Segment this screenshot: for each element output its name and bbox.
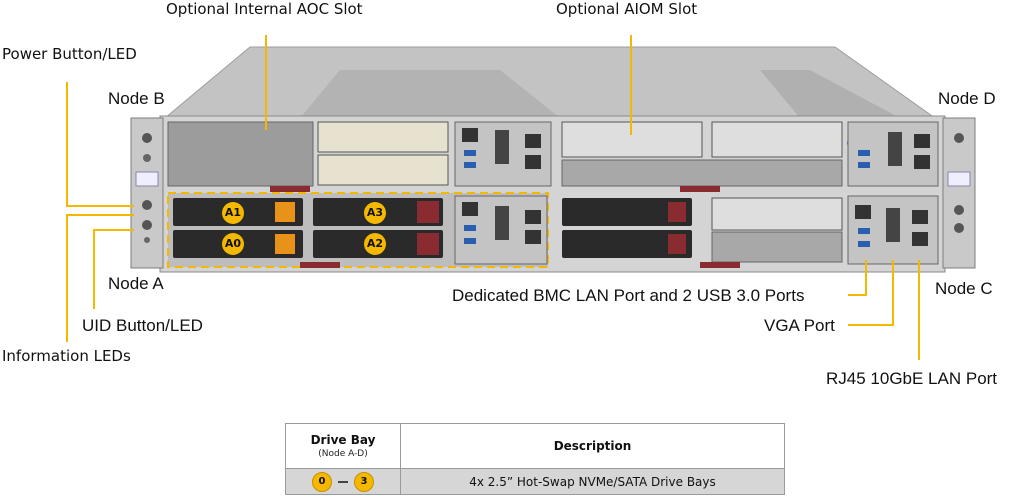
uid-button-icon [142, 220, 152, 230]
callout-line-vga-h [848, 324, 894, 326]
lan-port-icon [462, 128, 478, 142]
lan-port-icon [525, 155, 541, 169]
node-c-drive-bay [562, 230, 692, 258]
lan-port-icon [914, 155, 930, 169]
callout-line-uid-h [93, 229, 134, 231]
lan-port-icon [914, 134, 930, 148]
vga-port-icon [495, 130, 509, 164]
lan-port-icon [855, 205, 871, 219]
usb-port-icon [858, 228, 870, 234]
callout-line-info [66, 214, 68, 342]
power-button-icon [142, 133, 152, 143]
chassis-top-panel [300, 70, 560, 118]
node-pull-tab [300, 262, 340, 268]
node-b-vent [167, 121, 314, 187]
power-button-icon [142, 200, 152, 210]
bay-badge-to: 3 [354, 471, 374, 492]
vga-port-icon [886, 208, 900, 242]
lan-port-icon [912, 232, 928, 246]
node-b-aoc-slot [317, 154, 449, 186]
label-optional-internal-aoc-slot: Optional Internal AOC Slot [166, 0, 363, 18]
node-d-aiom-slot [711, 121, 843, 158]
node-c-drive-bay [562, 198, 692, 226]
callout-line-aoc [265, 35, 267, 130]
drive-latch [668, 234, 686, 254]
node-pull-tab [680, 186, 720, 192]
lan-port-icon [525, 230, 541, 244]
power-button-icon [954, 205, 964, 215]
range-dash [338, 480, 348, 483]
table-header-row: Drive Bay (Node A-D) Description [285, 423, 785, 469]
header-drive-bay-label: Drive Bay [310, 433, 376, 447]
label-bmc-lan-usb: Dedicated BMC LAN Port and 2 USB 3.0 Por… [452, 286, 805, 305]
power-button-icon [954, 133, 964, 143]
vga-port-icon [495, 206, 509, 240]
header-drive-bay: Drive Bay (Node A-D) [285, 423, 401, 469]
callout-line-aiom [630, 35, 632, 135]
lan-port-icon [912, 210, 928, 224]
label-rj45-lan-port: RJ45 10GbE LAN Port [826, 369, 998, 388]
usb-port-icon [858, 150, 870, 156]
callout-line-power [66, 82, 68, 206]
callout-line-bmc [865, 260, 867, 295]
logo-badge [947, 171, 971, 187]
label-node-d: Node D [938, 89, 996, 108]
label-node-a: Node A [108, 274, 164, 293]
label-power-button-led: Power Button/LED [2, 45, 137, 63]
lan-port-icon [525, 210, 541, 224]
label-node-c: Node C [935, 279, 993, 298]
bay-badge-from: 0 [312, 471, 332, 492]
drive-bay-badge-a3: A3 [364, 202, 386, 224]
led-icon [143, 154, 151, 162]
node-c-vent [711, 231, 843, 263]
lan-port-icon [462, 202, 478, 216]
node-d-vent [561, 159, 843, 187]
drive-bay-badge-a1: A1 [222, 202, 244, 224]
usb-port-icon [858, 241, 870, 247]
callout-line-info-h [66, 214, 134, 216]
label-uid-button-led: UID Button/LED [82, 316, 203, 335]
usb-port-icon [858, 162, 870, 168]
vga-port-icon [888, 132, 902, 166]
usb-port-icon [464, 150, 476, 156]
callout-line-vga [892, 260, 894, 326]
callout-line-bmc-h [848, 294, 867, 296]
header-description: Description [400, 423, 785, 469]
callout-line-power-h [66, 205, 134, 207]
drive-bay-badge-a2: A2 [364, 233, 386, 255]
node-c-aiom-slot [711, 197, 843, 231]
label-node-b: Node B [108, 89, 165, 108]
label-vga-port: VGA Port [764, 316, 835, 335]
node-d-aiom-slot [561, 121, 703, 158]
chassis-top-panel [760, 70, 900, 118]
usb-port-icon [464, 238, 476, 244]
uid-button-icon [954, 223, 964, 233]
usb-port-icon [464, 225, 476, 231]
label-optional-aiom-slot: Optional AIOM Slot [556, 0, 698, 18]
callout-line-rj45 [918, 260, 920, 360]
logo-badge [135, 171, 159, 187]
node-b-aoc-slot [317, 121, 449, 153]
node-pull-tab [700, 262, 740, 268]
lan-port-icon [525, 134, 541, 148]
label-information-leds: Information LEDs [2, 347, 131, 365]
header-drive-bay-sublabel: (Node A-D) [318, 449, 368, 459]
cell-description: 4x 2.5” Hot-Swap NVMe/SATA Drive Bays [400, 468, 785, 495]
usb-port-icon [464, 162, 476, 168]
callout-line-uid [93, 229, 95, 309]
node-pull-tab [270, 186, 310, 192]
drive-latch [668, 202, 686, 222]
info-led-icon [144, 237, 150, 243]
drive-bay-badge-a0: A0 [222, 233, 244, 255]
